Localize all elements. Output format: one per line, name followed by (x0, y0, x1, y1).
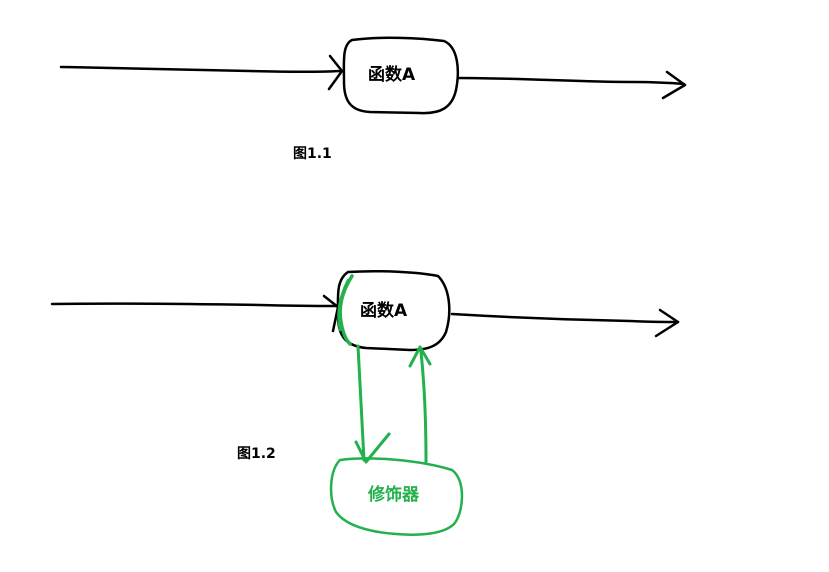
function-a-node (342, 36, 460, 115)
input-arrow-line (59, 65, 342, 73)
decorator-wrap-mark-2 (337, 278, 350, 332)
from-decorator-arrow-line (419, 350, 428, 464)
input-arrow-head (327, 54, 344, 91)
output-arrow-line (456, 76, 686, 86)
figure-caption: 图1.1 (293, 146, 332, 162)
figure-caption: 图1.2 (237, 446, 276, 462)
output-arrow-line (450, 312, 680, 324)
to-decorator-arrow-head (354, 432, 391, 464)
output-arrow-head (654, 308, 680, 338)
decorator-label: 修饰器 (367, 484, 420, 505)
input-arrow-head (322, 294, 340, 333)
input-arrow-line (50, 302, 340, 308)
to-decorator-arrow-line (356, 344, 366, 462)
function-a-label: 函数A (368, 64, 416, 85)
function-a-label: 函数A (360, 300, 408, 321)
figure-1-2: 函数A 修饰器 图1.2 (50, 269, 680, 536)
from-decorator-arrow-head (408, 345, 432, 368)
output-arrow-head (661, 70, 687, 100)
figure-1-1: 函数A 图1.1 (59, 36, 687, 162)
decorator-node (329, 457, 464, 536)
